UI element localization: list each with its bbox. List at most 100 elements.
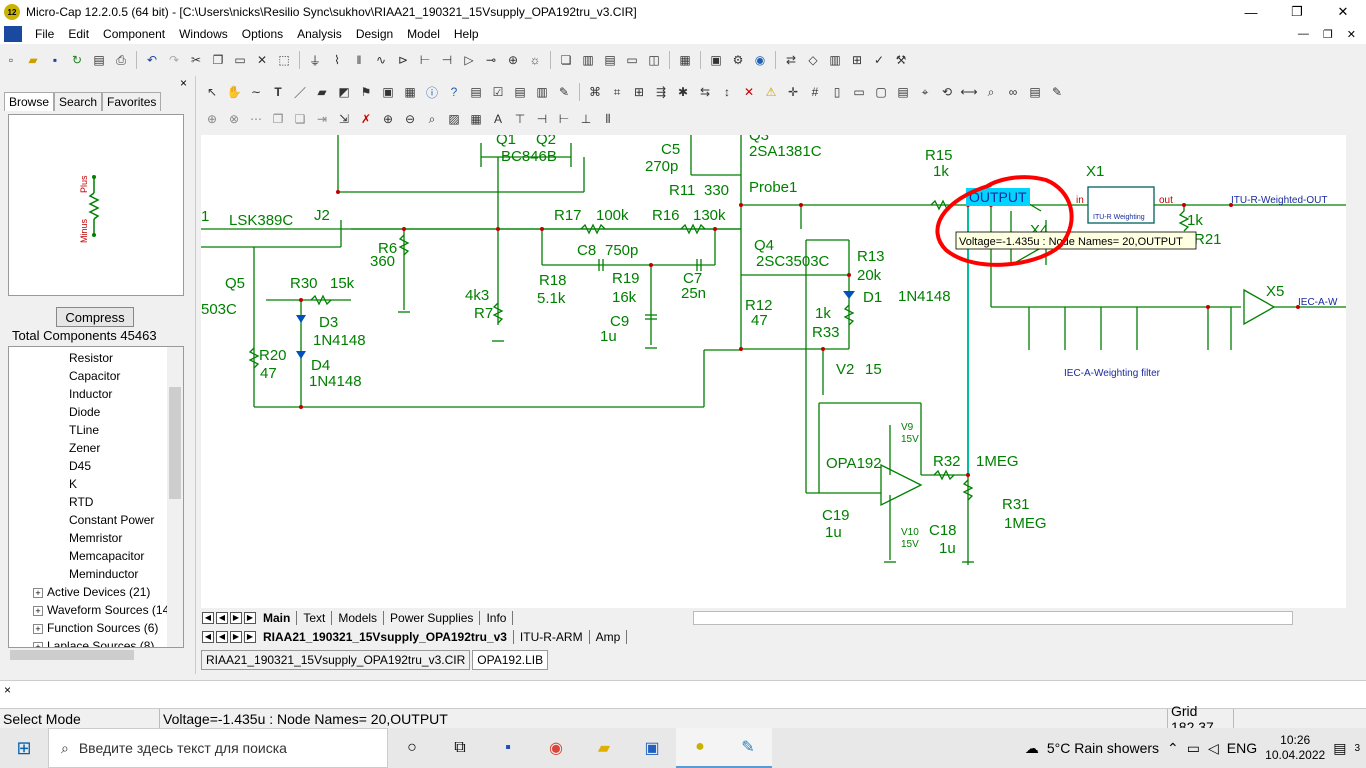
tab-itu-r-arm[interactable]: ITU-R-ARM <box>514 629 590 644</box>
chevron-up-icon[interactable]: ⌃ <box>1167 739 1179 756</box>
menu-analysis[interactable]: Analysis <box>297 27 342 41</box>
find-icon[interactable]: ⌕ <box>987 84 995 99</box>
tree-item-memcapacitor[interactable]: Memcapacitor <box>69 549 145 563</box>
text-icon[interactable]: T <box>274 85 282 99</box>
distribute-icon[interactable]: ⫴ <box>605 111 611 126</box>
edit-page-icon[interactable]: ✎ <box>1051 85 1063 99</box>
cross-icon[interactable]: ✕ <box>743 85 755 99</box>
page-icon[interactable]: ▯ <box>833 85 841 99</box>
tile-horizontal-icon[interactable]: ▤ <box>604 53 616 67</box>
tab-browse[interactable]: Browse <box>4 92 55 111</box>
prev-page-button[interactable]: ◀ <box>216 611 228 624</box>
microcap-taskbar-icon[interactable]: ● <box>676 728 724 768</box>
line-icon[interactable]: ／ <box>293 85 306 100</box>
tab-favorites[interactable]: Favorites <box>102 92 162 111</box>
taskbar-search[interactable]: ⌕ Введите здесь текст для поиска <box>48 728 388 768</box>
border-icon[interactable]: ▢ <box>875 85 887 99</box>
pan-icon[interactable]: ✋ <box>226 85 242 99</box>
first-circuit-button[interactable]: ◀ <box>202 630 214 643</box>
warning-icon[interactable]: ⚠ <box>765 85 777 99</box>
scrollbar-thumb[interactable] <box>10 650 134 660</box>
delete-icon[interactable]: ✕ <box>256 53 268 67</box>
edit-icon[interactable]: ✎ <box>558 85 570 99</box>
pen-app-icon[interactable]: ✎ <box>724 728 772 768</box>
align-top-icon[interactable]: ⊤ <box>514 112 526 126</box>
properties-icon[interactable]: ▣ <box>710 53 722 67</box>
zoom-out-icon[interactable]: ⊖ <box>404 112 416 126</box>
align-right-icon[interactable]: ⊢ <box>558 112 570 126</box>
group-icon[interactable]: ❐ <box>272 112 284 126</box>
language-indicator[interactable]: ENG <box>1226 740 1258 756</box>
save-icon[interactable]: ▪ <box>52 53 58 67</box>
revert-icon[interactable]: ↻ <box>71 53 83 67</box>
windows-start-icon[interactable]: ⊞ <box>16 737 32 758</box>
last-circuit-button[interactable]: ▶ <box>244 630 256 643</box>
refresh-icon[interactable]: ▨ <box>448 112 460 126</box>
store-icon[interactable]: ▣ <box>644 740 660 757</box>
tree-item-inductor[interactable]: Inductor <box>69 387 113 401</box>
shapes-icon[interactable]: ◩ <box>338 85 350 99</box>
tab-power-supplies[interactable]: Power Supplies <box>384 610 481 625</box>
tab-main[interactable]: Main <box>257 610 298 625</box>
tools-icon[interactable]: ⚒ <box>895 53 907 67</box>
select-all-icon[interactable]: ⬚ <box>278 53 290 67</box>
mdi-close-button[interactable]: ✕ <box>1346 28 1356 41</box>
tab-models[interactable]: Models <box>332 610 385 625</box>
move-icon[interactable]: ⇥ <box>316 112 328 126</box>
clipboard-icon[interactable]: ▤ <box>1029 85 1041 99</box>
close-output-icon[interactable]: × <box>4 683 12 697</box>
tab-info[interactable]: Info <box>480 610 514 625</box>
globe-icon[interactable]: ◉ <box>754 53 766 67</box>
expand-icon[interactable]: + <box>33 606 43 616</box>
new-file-icon[interactable]: ▫ <box>8 53 14 67</box>
print-preview-icon[interactable]: ▤ <box>897 85 909 99</box>
open-folder-icon[interactable]: ▰ <box>28 53 38 67</box>
expand-icon[interactable]: + <box>33 588 43 598</box>
menu-options[interactable]: Options <box>241 27 284 41</box>
expand-icon[interactable]: + <box>33 642 43 647</box>
tree-item-d45[interactable]: D45 <box>69 459 92 473</box>
schematic-svg[interactable]: Q1 Q2 BC846B C5 270p Q3 2SA1381C R11 330… <box>201 135 1346 608</box>
save-app-icon[interactable]: ▪ <box>505 739 511 756</box>
tree-item-zener[interactable]: Zener <box>69 441 101 455</box>
ungroup-icon[interactable]: ❏ <box>294 112 306 126</box>
next-circuit-button[interactable]: ▶ <box>230 630 242 643</box>
doc-tab-cir[interactable]: RIAA21_190321_15Vsupply_OPA192tru_v3.CIR <box>201 650 471 670</box>
grid-icon[interactable]: ▦ <box>404 85 416 99</box>
cut-icon[interactable]: ✂ <box>190 53 202 67</box>
restore-button[interactable]: ❐ <box>1291 4 1303 19</box>
window-icon[interactable]: ▭ <box>626 53 638 67</box>
resistor-icon[interactable]: ⌇ <box>334 53 340 67</box>
plus-circle-icon[interactable]: ⊕ <box>206 112 218 126</box>
zoom-fit-icon[interactable]: ⌖ <box>921 84 929 99</box>
tree-group-laplace-sources[interactable]: +Laplace Sources (8) <box>33 639 154 647</box>
source-icon[interactable]: ⊕ <box>507 53 519 67</box>
tree-item-rtd[interactable]: RTD <box>69 495 94 509</box>
remove-icon[interactable]: ✗ <box>360 112 372 126</box>
network-icon[interactable]: ▭ <box>1186 739 1201 756</box>
tree-group-function-sources[interactable]: +Function Sources (6) <box>33 621 158 635</box>
tree-item-meminductor[interactable]: Meminductor <box>69 567 139 581</box>
last-page-button[interactable]: ▶ <box>244 611 256 624</box>
cascade-icon[interactable]: ❏ <box>560 53 572 67</box>
print-icon[interactable]: ⎙ <box>116 52 126 67</box>
tree-item-capacitor[interactable]: Capacitor <box>69 369 121 383</box>
tree-vertical-scrollbar[interactable] <box>167 347 183 647</box>
menu-edit[interactable]: Edit <box>68 27 90 41</box>
tree-item-resistor[interactable]: Resistor <box>69 351 114 365</box>
volume-icon[interactable]: ◁ <box>1208 739 1219 756</box>
tab-circuit-main[interactable]: RIAA21_190321_15Vsupply_OPA192tru_v3 <box>257 629 514 644</box>
close-button[interactable]: ✕ <box>1337 4 1349 19</box>
scrollbar-thumb[interactable] <box>169 387 181 499</box>
zoom-in-icon[interactable]: ⊕ <box>382 112 394 126</box>
tab-search[interactable]: Search <box>54 92 103 111</box>
task-view-icon[interactable]: ⧉ <box>454 739 466 756</box>
info-icon[interactable]: ⓘ <box>425 85 438 100</box>
current-icon[interactable]: ⇶ <box>655 85 667 99</box>
paste-icon[interactable]: ▭ <box>234 53 246 67</box>
mosfet-icon[interactable]: ⊣ <box>441 53 453 67</box>
zoom-window-icon[interactable]: ⌕ <box>428 111 436 126</box>
notifications-icon[interactable]: ▤ <box>1333 739 1347 756</box>
image-icon[interactable]: ▣ <box>382 85 394 99</box>
node-numbers-icon[interactable]: ⌘ <box>589 85 601 99</box>
